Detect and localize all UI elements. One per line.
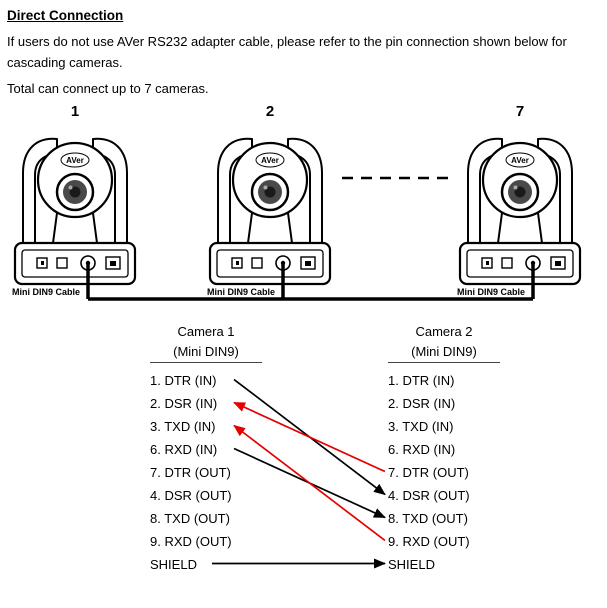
pin-label: 4. DSR (OUT): [388, 488, 470, 503]
pin-label: 9. RXD (OUT): [388, 534, 470, 549]
camera2-column-subtitle: (Mini DIN9): [411, 344, 477, 359]
camera-1-number: 1: [70, 103, 80, 120]
camera2-pin-column: Camera 2 (Mini DIN9) 1. DTR (IN) 2. DSR (…: [388, 316, 500, 576]
pin-label: 9. RXD (OUT): [150, 534, 232, 549]
pin-label: 2. DSR (IN): [150, 396, 218, 411]
mini-din9-cable-label: Mini DIN9 Cable: [457, 287, 526, 297]
camera-7-illustration: 7 Mini DIN9 Cable: [455, 103, 585, 313]
camera1-column-subtitle: (Mini DIN9): [173, 344, 239, 359]
camera1-pin-list: 1. DTR (IN) 2. DSR (IN) 3. TXD (IN) 6. RXD …: [150, 363, 262, 576]
camera2-column-title: Camera 2: [415, 324, 473, 339]
pin-label: 4. DSR (OUT): [150, 488, 232, 503]
pin-label: 3. TXD (IN): [388, 419, 454, 434]
pin-label: 6. RXD (IN): [150, 442, 218, 457]
pin-label: 6. RXD (IN): [388, 442, 456, 457]
camera-2-number: 2: [265, 103, 275, 120]
page-title: Direct Connection: [7, 8, 124, 23]
camera-cascade-diagram: 1 Mini DIN9 Cable 2 Mini DIN9 Cable 7 Mi…: [0, 103, 607, 315]
camera-icon: [13, 137, 137, 286]
pin-label: 7. DTR (OUT): [388, 465, 469, 480]
camera2-column-header: Camera 2 (Mini DIN9): [388, 316, 500, 363]
capacity-note: Total can connect up to 7 cameras.: [7, 81, 209, 96]
pin-connection-wires: [212, 378, 386, 569]
pin-label: 3. TXD (IN): [150, 419, 216, 434]
camera1-column-header: Camera 1 (Mini DIN9): [150, 316, 262, 363]
camera2-pin-list: 1. DTR (IN) 2. DSR (IN) 3. TXD (IN) 6. RXD …: [388, 363, 500, 576]
camera-icon: [208, 137, 332, 286]
intro-paragraph: If users do not use AVer RS232 adapter c…: [7, 34, 567, 70]
camera-7-number: 7: [515, 103, 525, 120]
camera-1-illustration: 1 Mini DIN9 Cable: [10, 103, 140, 313]
pin-label: 8. TXD (OUT): [150, 511, 230, 526]
pin-connection-diagram: Camera 1 (Mini DIN9) 1. DTR (IN) 2. DSR (…: [0, 316, 607, 596]
camera1-pin-column: Camera 1 (Mini DIN9) 1. DTR (IN) 2. DSR (…: [150, 316, 262, 576]
camera-2-illustration: 2 Mini DIN9 Cable: [205, 103, 335, 313]
pin-label: 8. TXD (OUT): [388, 511, 468, 526]
pin-label: SHIELD: [388, 557, 435, 572]
pin-label: 1. DTR (IN): [150, 373, 217, 388]
mini-din9-cable-label: Mini DIN9 Cable: [207, 287, 276, 297]
mini-din9-cable-label: Mini DIN9 Cable: [12, 287, 81, 297]
pin-label: 1. DTR (IN): [388, 373, 455, 388]
pin-label: 7. DTR (OUT): [150, 465, 231, 480]
camera1-column-title: Camera 1: [177, 324, 235, 339]
camera-icon: [458, 137, 582, 286]
pin-label: SHIELD: [150, 557, 197, 572]
pin-label: 2. DSR (IN): [388, 396, 456, 411]
